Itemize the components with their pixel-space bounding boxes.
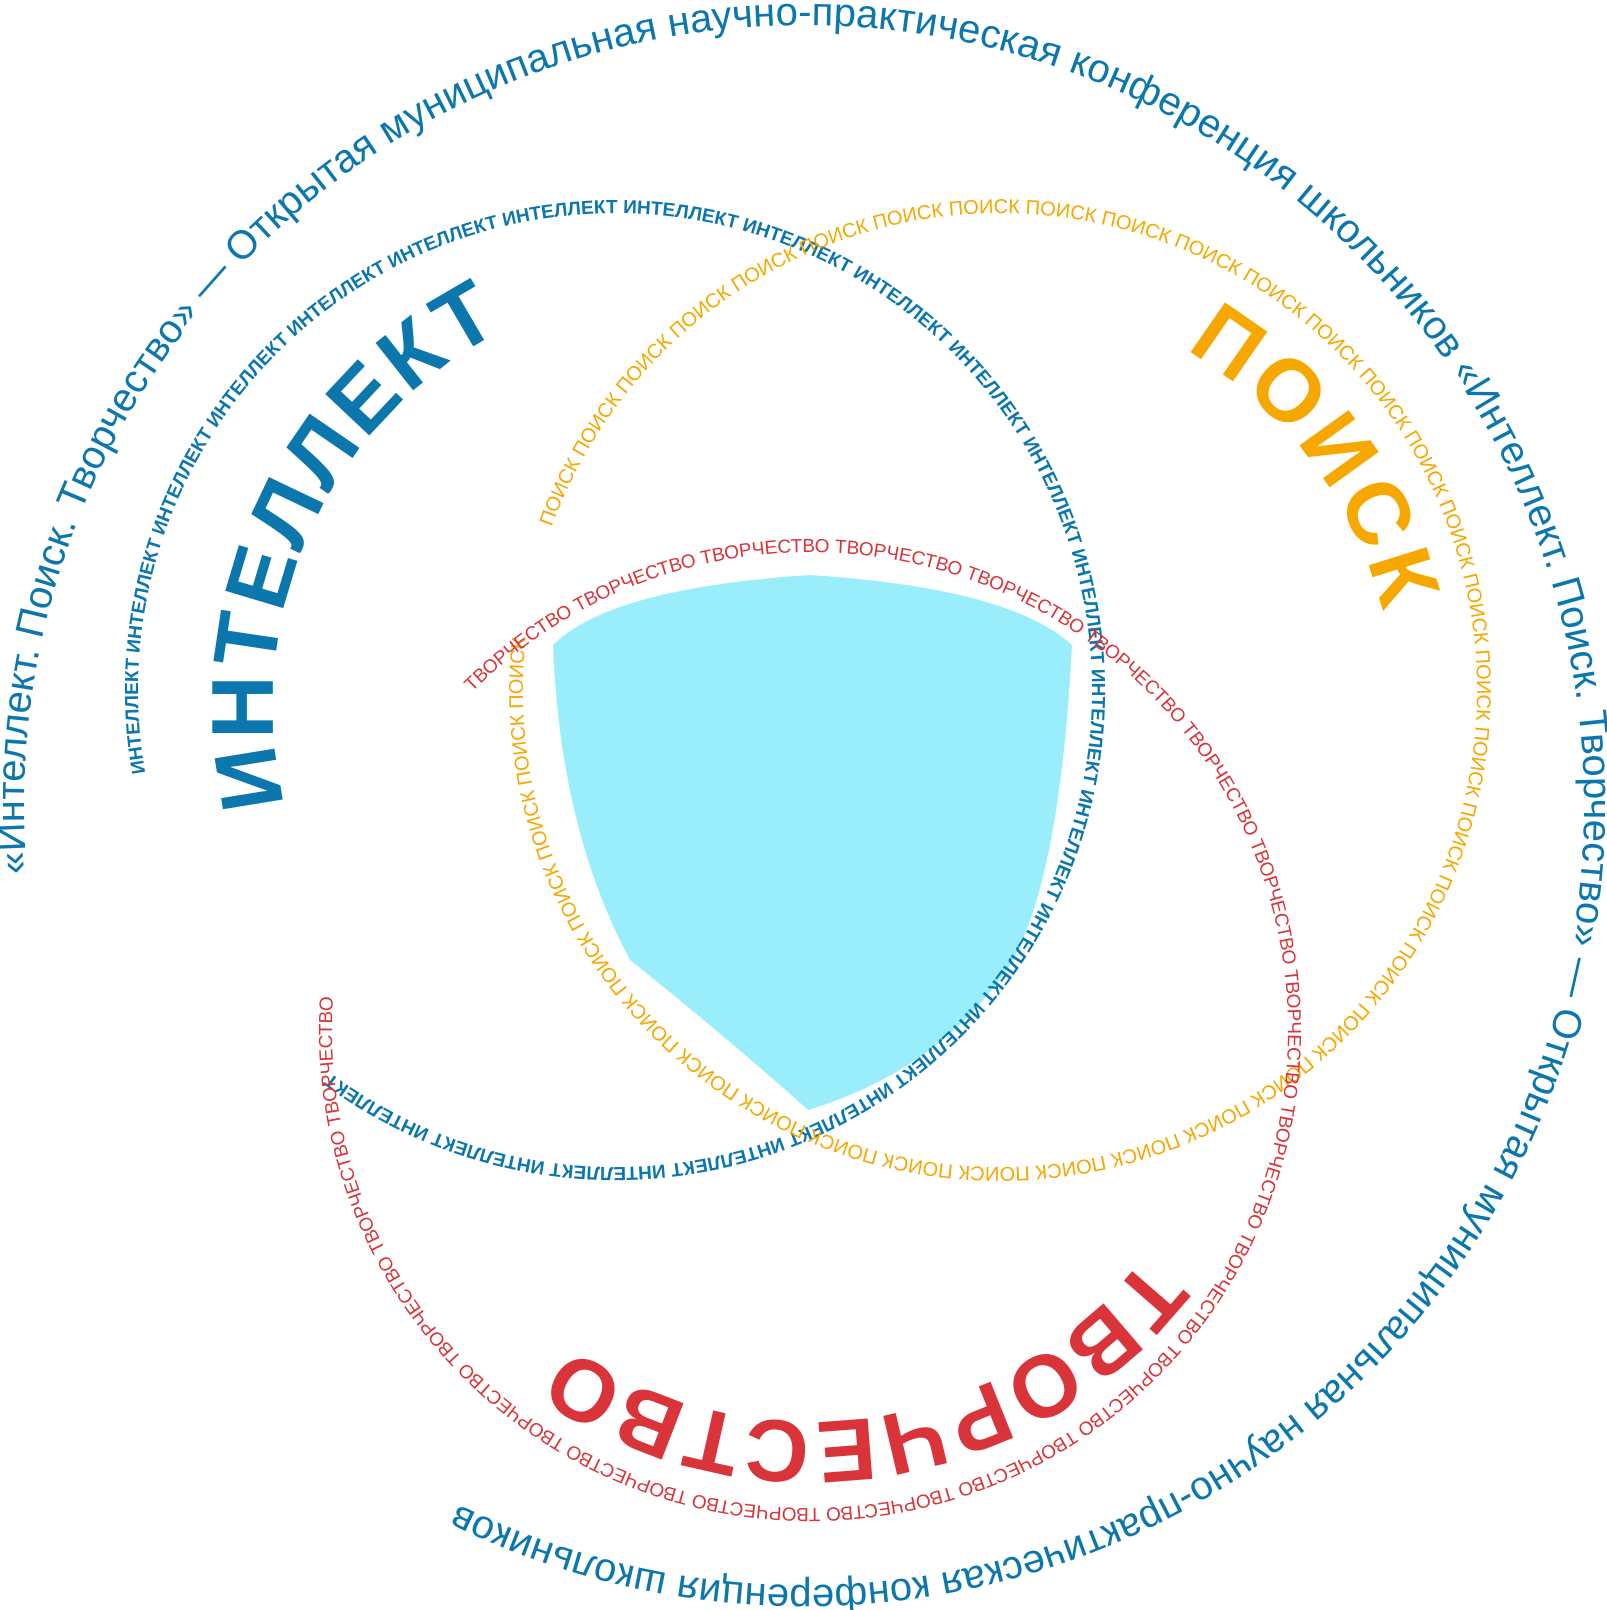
creativity-title: ТВОРЧЕСТВО [525, 1243, 1206, 1503]
intellect-title: ИНТЕЛЛЕКТ [193, 259, 515, 819]
center-intersection-fill [553, 575, 1072, 1110]
